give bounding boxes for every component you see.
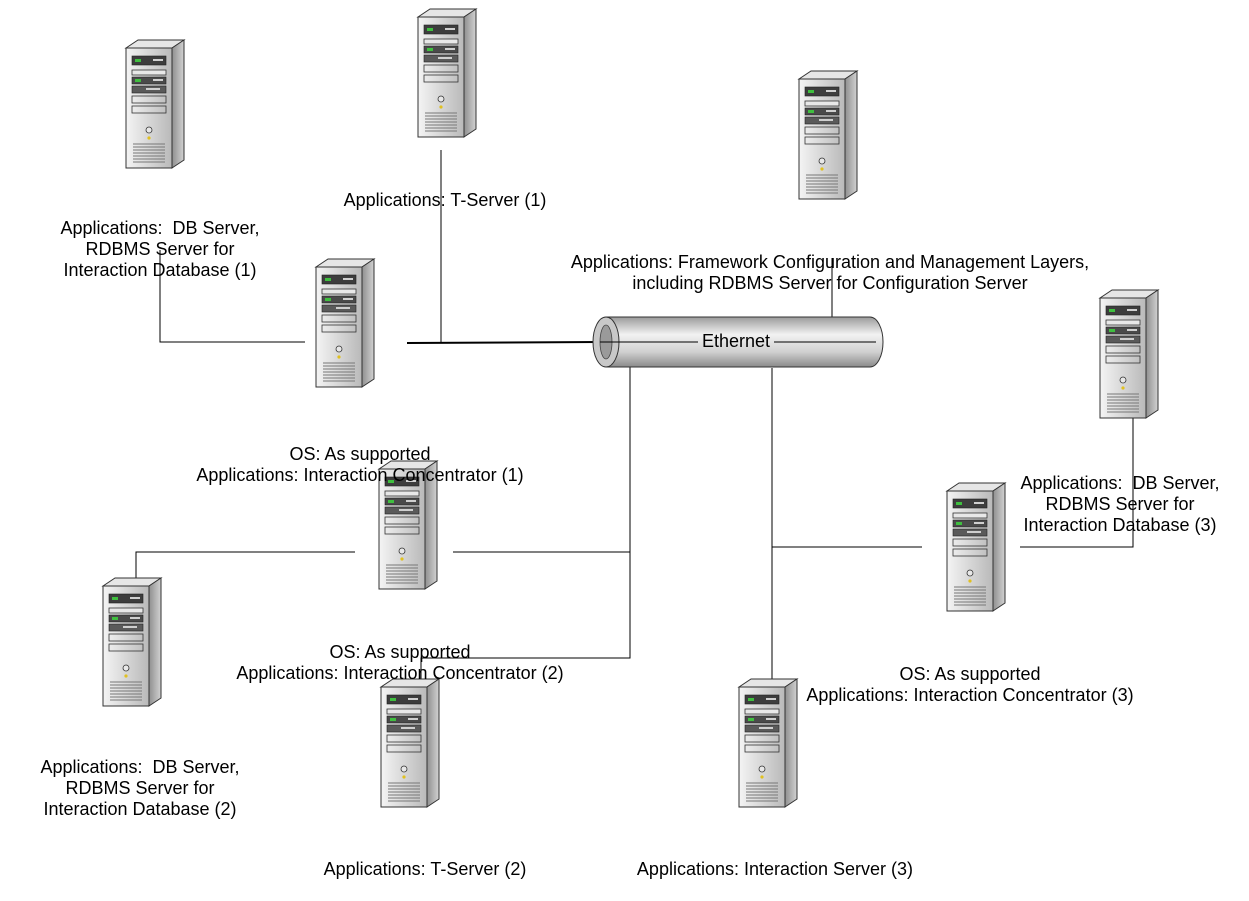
ethernet-cable: [592, 316, 884, 368]
server-label-ts1: Applications: T-Server (1): [343, 190, 547, 210]
server-label-db2: Applications: DB Server,RDBMS Server for…: [40, 757, 240, 819]
link-db3-ic3: [1020, 418, 1134, 548]
server-icon-db2: [102, 577, 162, 707]
link-ts2-ethernet: [420, 552, 631, 687]
server-icon-ic1: [315, 258, 375, 388]
server-label-db1: Applications: DB Server,RDBMS Server for…: [60, 218, 260, 280]
server-label-is3: Applications: Interaction Server (3): [636, 859, 914, 879]
server-label-db3: Applications: DB Server,RDBMS Server for…: [1020, 473, 1220, 535]
link-db1-ic1: [159, 250, 305, 343]
server-icon-fw: [798, 70, 858, 200]
server-label-fw: Applications: Framework Configuration an…: [570, 252, 1090, 293]
server-icon-ts1: [417, 8, 477, 138]
ethernet-label: Ethernet: [701, 331, 771, 351]
link-ic1-ethernet: [406, 341, 601, 344]
connection-lines: [135, 150, 1134, 690]
server-icon-db1: [125, 39, 185, 169]
link-db2-ic2: [135, 551, 355, 578]
network-diagram: [102, 8, 1159, 808]
server-label-ts2: Applications: T-Server (2): [323, 859, 527, 879]
